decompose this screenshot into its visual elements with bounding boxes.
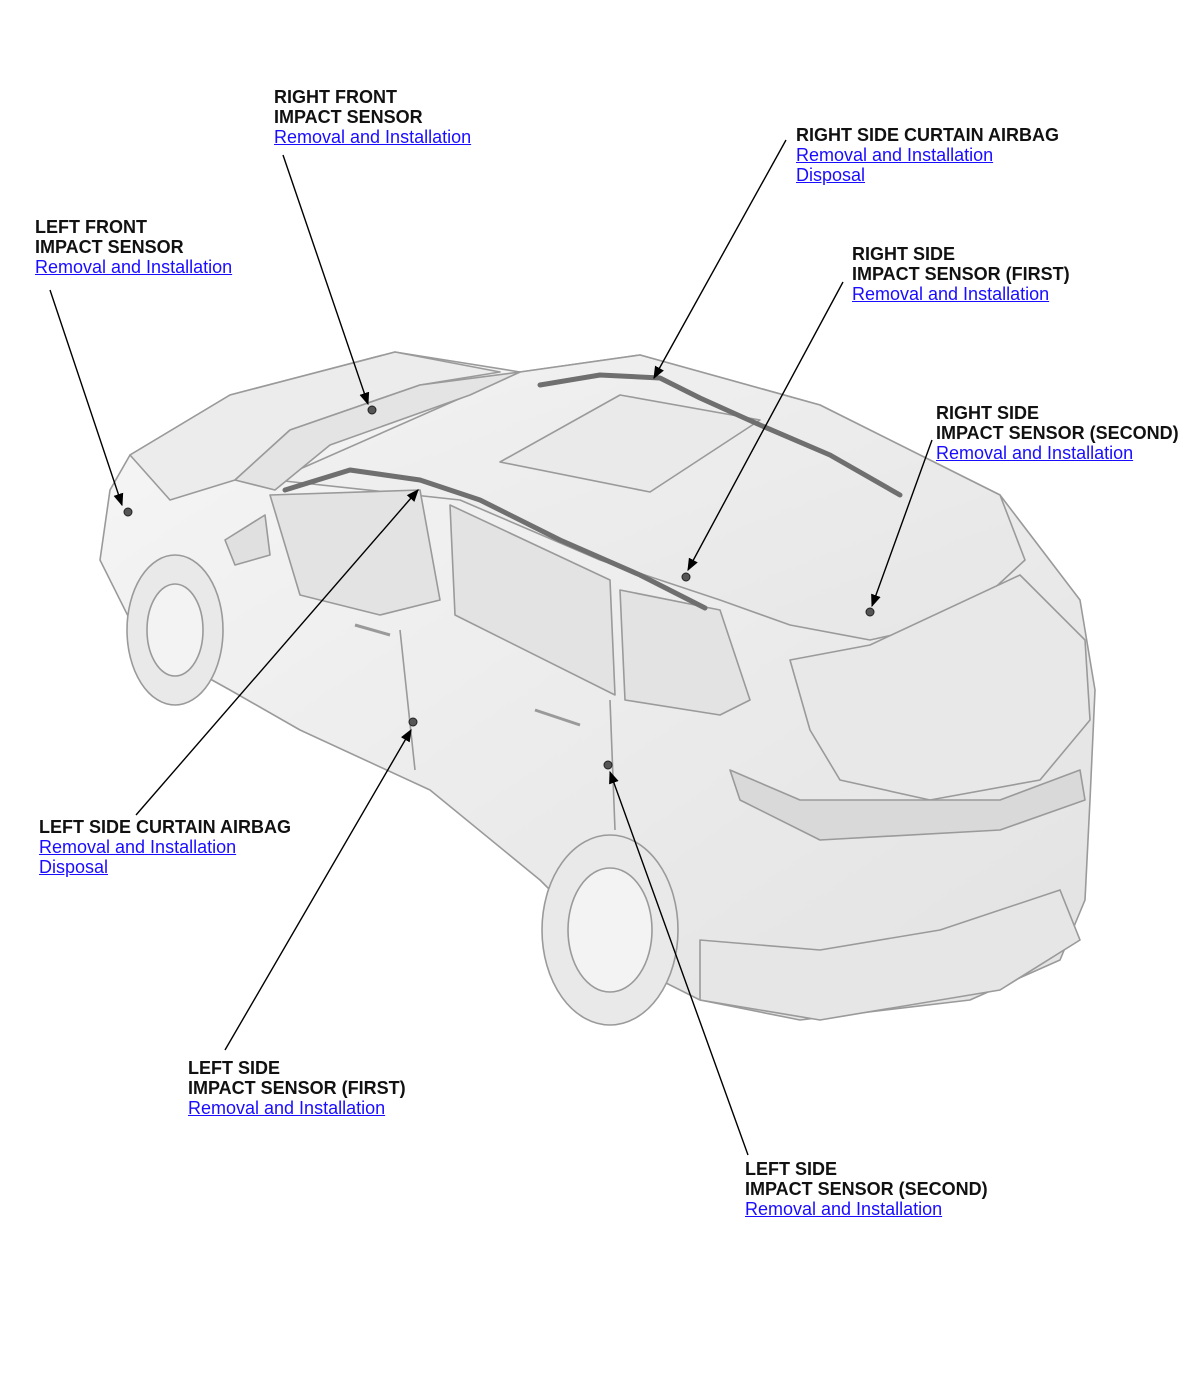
left-curtain-airbag-module <box>282 467 708 611</box>
sunroof <box>499 394 761 493</box>
front-door-handle <box>354 623 391 637</box>
disposal-link[interactable]: Disposal <box>796 165 866 185</box>
removal-installation-link[interactable]: Removal and Installation <box>39 837 237 857</box>
callout-title-line: IMPACT SENSOR (SECOND) <box>745 1179 988 1199</box>
curtain-airbags <box>282 372 903 611</box>
leader-right-side-first-sensor <box>687 281 844 572</box>
right-side-second-sensor-dot <box>865 607 875 617</box>
callout-left-side-impact-sensor-second: LEFT SIDE IMPACT SENSOR (SECOND) Removal… <box>745 1159 988 1219</box>
leader-left-side-first-sensor <box>224 728 412 1051</box>
leader-right-curtain-airbag <box>653 139 787 380</box>
removal-installation-link[interactable]: Removal and Installation <box>274 127 472 147</box>
callout-title-line: IMPACT SENSOR <box>274 107 423 127</box>
callout-title-line: LEFT SIDE <box>188 1058 281 1078</box>
removal-installation-link[interactable]: Removal and Installation <box>35 257 233 277</box>
callout-title-line: RIGHT SIDE CURTAIN AIRBAG <box>796 125 1059 145</box>
side-mirror <box>224 514 271 566</box>
front-wheel-hub <box>146 583 204 677</box>
callout-title-line: LEFT SIDE CURTAIN AIRBAG <box>39 817 291 837</box>
disposal-link[interactable]: Disposal <box>39 857 109 877</box>
rear-door-handle <box>534 708 581 727</box>
right-curtain-airbag-module <box>537 372 903 498</box>
leader-left-side-second-sensor <box>609 770 749 1156</box>
callout-left-front-impact-sensor: LEFT FRONT IMPACT SENSOR Removal and Ins… <box>35 217 232 277</box>
leader-left-curtain-airbag <box>135 489 419 816</box>
left-side-second-sensor-dot <box>603 760 613 770</box>
leader-left-front-sensor <box>49 289 124 507</box>
callout-left-side-impact-sensor-first: LEFT SIDE IMPACT SENSOR (FIRST) Removal … <box>188 1058 406 1118</box>
leader-right-side-second-sensor <box>871 439 933 608</box>
removal-installation-link[interactable]: Removal and Installation <box>188 1098 386 1118</box>
rear-hatch <box>789 574 1091 801</box>
car-body <box>99 351 1096 1026</box>
right-front-sensor-dot <box>367 405 377 415</box>
rear-bumper <box>699 889 1081 1021</box>
left-front-sensor-dot <box>123 507 133 517</box>
callout-title-line: RIGHT FRONT <box>274 87 397 107</box>
removal-installation-link[interactable]: Removal and Installation <box>936 443 1134 463</box>
callout-title-line: IMPACT SENSOR (FIRST) <box>188 1078 406 1098</box>
leader-lines <box>49 139 933 1156</box>
callout-right-side-impact-sensor-first: RIGHT SIDE IMPACT SENSOR (FIRST) Removal… <box>852 244 1070 304</box>
callout-title-line: IMPACT SENSOR (SECOND) <box>936 423 1179 443</box>
callout-title-line: RIGHT SIDE <box>852 244 956 264</box>
callout-title-line: IMPACT SENSOR (FIRST) <box>852 264 1070 284</box>
rear-door-window <box>449 504 616 696</box>
leader-right-front-sensor <box>282 154 370 406</box>
right-side-first-sensor-dot <box>681 572 691 582</box>
callout-title-line: IMPACT SENSOR <box>35 237 184 257</box>
callout-title-line: RIGHT SIDE <box>936 403 1040 423</box>
removal-installation-link[interactable]: Removal and Installation <box>796 145 994 165</box>
callout-right-side-curtain-airbag: RIGHT SIDE CURTAIN AIRBAG Removal and In… <box>796 125 1059 185</box>
callout-right-side-impact-sensor-second: RIGHT SIDE IMPACT SENSOR (SECOND) Remova… <box>936 403 1179 463</box>
callout-right-front-impact-sensor: RIGHT FRONT IMPACT SENSOR Removal and In… <box>274 87 471 147</box>
door-seam-1 <box>399 629 416 771</box>
rear-wheel-hub <box>567 867 653 993</box>
left-side-first-sensor-dot <box>408 717 418 727</box>
sensor-markers <box>123 405 875 770</box>
callout-left-side-curtain-airbag: LEFT SIDE CURTAIN AIRBAG Removal and Ins… <box>39 817 291 877</box>
removal-installation-link[interactable]: Removal and Installation <box>852 284 1050 304</box>
rear-lamp <box>729 769 1086 841</box>
callout-title-line: LEFT FRONT <box>35 217 147 237</box>
windshield <box>234 371 521 491</box>
front-door-window <box>269 489 441 616</box>
callout-title-line: LEFT SIDE <box>745 1159 838 1179</box>
removal-installation-link[interactable]: Removal and Installation <box>745 1199 943 1219</box>
